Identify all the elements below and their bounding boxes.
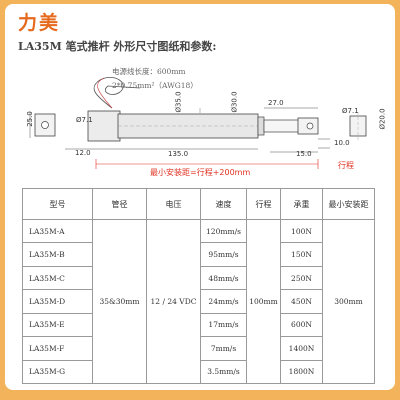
power-wire [93,76,141,109]
page-heading: LA35M 笔式推杆 外形尺寸图纸和参数: [18,40,217,53]
dim-d200: Ø20.0 [378,108,387,130]
load-cell: 450N [280,289,323,314]
model-cell: LA35M-E [22,312,93,338]
table-row: LA35M-C 48mm/s 250N [22,265,375,291]
spec-table: 型号 管径 电压 速度 行程 承重 最小安装距 LA35M-A 35&30mm … [22,188,375,385]
load-cell: 250N [280,265,323,291]
model-cell: LA35M-F [22,336,93,361]
dim-25: 25.0 [25,111,34,127]
speed-cell: 7mm/s [200,336,247,361]
wire-spec-label: 2*0.75mm²（AWG18） [112,81,198,90]
load-cell: 100N [280,218,323,244]
end-view [349,115,367,137]
speed-cell: 95mm/s [200,242,247,267]
header-model: 型号 [22,188,93,220]
stroke-cell: 100mm [246,219,281,384]
load-cell: 1800N [280,359,323,385]
tube-cell: 35&30mm [92,219,147,384]
header-min-install: 最小安装距 [322,188,375,220]
table-row: LA35M-A 35&30mm 12 / 24 VDC 120mm/s 100m… [22,218,375,384]
dim-d350: Ø35.0 [174,91,183,113]
min-install-formula: 最小安装距=行程+200mm [150,168,251,177]
header-stroke: 行程 [246,188,281,220]
model-cell: LA35M-B [22,242,93,267]
dim-120: 12.0 [75,149,91,157]
speed-cell: 3.5mm/s [200,359,247,385]
header-load: 承重 [280,188,323,220]
dim-100: 10.0 [334,139,350,147]
brand-logo: 力美 [18,12,61,34]
load-cell: 1400N [280,336,323,361]
motor-housing [87,110,121,142]
dim-150: 15.0 [296,150,312,158]
header-voltage: 电压 [146,188,201,220]
header-speed: 速度 [200,188,247,220]
model-cell: LA35M-D [22,289,93,314]
table-header-row: 型号 管径 电压 速度 行程 承重 最小安装距 [22,188,375,220]
model-cell: LA35M-G [22,359,93,385]
model-cell: LA35M-C [22,265,93,291]
table-row: LA35M-G 3.5mm/s 1800N [22,359,375,385]
stroke-label: 行程 [338,161,354,170]
speed-cell: 24mm/s [200,289,247,314]
load-cell: 600N [280,312,323,338]
table-row: LA35M-D 24mm/s 450N [22,289,375,314]
load-cell: 150N [280,242,323,267]
dim-1350: 135.0 [168,150,189,158]
speed-cell: 120mm/s [200,218,247,244]
dim-d71-left: Ø7.1 [76,116,93,124]
header-tube: 管径 [92,188,147,220]
model-cell: LA35M-A [22,218,93,244]
voltage-cell: 12 / 24 VDC [146,219,201,384]
speed-cell: 17mm/s [200,312,247,338]
dim-d300: Ø30.0 [230,91,239,113]
actuator-drawing [29,76,367,169]
dim-270: 27.0 [268,99,284,107]
wire-length-label: 电源线长度：600mm [112,67,186,76]
min-install-cell: 300mm [322,219,375,384]
dim-d71-right: Ø7.1 [342,107,359,115]
speed-cell: 48mm/s [200,265,247,291]
table-row: LA35M-F 7mm/s 1400N [22,336,375,361]
